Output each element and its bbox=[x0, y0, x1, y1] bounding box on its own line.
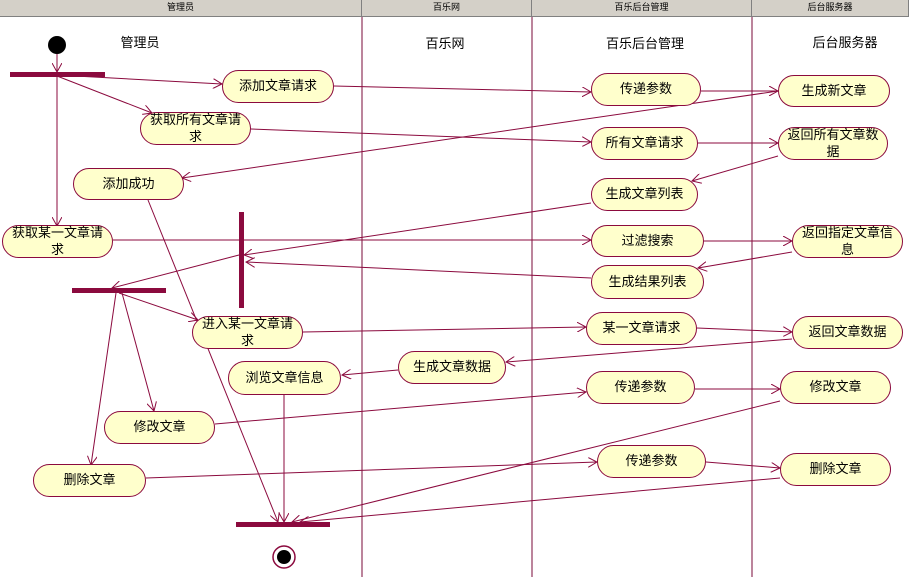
flow bbox=[300, 477, 781, 522]
flow bbox=[692, 155, 779, 181]
activity-return-specified-article-info[interactable]: 返回指定文章信息 bbox=[792, 225, 903, 258]
initial-node bbox=[48, 36, 66, 54]
flow bbox=[250, 128, 591, 142]
activity-browse-article-info[interactable]: 浏览文章信息 bbox=[228, 361, 341, 395]
flow bbox=[302, 327, 586, 333]
flow bbox=[214, 392, 586, 425]
flow bbox=[696, 328, 792, 332]
lane-header-site: 百乐网 bbox=[362, 0, 532, 17]
flow bbox=[91, 292, 117, 465]
final-node-core bbox=[277, 550, 291, 564]
activity-one-article-request[interactable]: 某一文章请求 bbox=[586, 312, 697, 345]
flow bbox=[118, 292, 198, 320]
activity-enter-one-article-request[interactable]: 进入某一文章请求 bbox=[192, 316, 303, 349]
activity-delete-article-admin[interactable]: 删除文章 bbox=[33, 464, 146, 497]
flow bbox=[705, 461, 780, 468]
flow bbox=[147, 199, 278, 522]
flow bbox=[698, 251, 793, 268]
lane-title-admin: 管理员 bbox=[120, 36, 160, 51]
flow bbox=[333, 85, 591, 92]
flow bbox=[342, 370, 399, 375]
lane-title-site: 百乐网 bbox=[425, 37, 465, 52]
activity-generate-article-list[interactable]: 生成文章列表 bbox=[591, 178, 698, 211]
activity-generate-new-article[interactable]: 生成新文章 bbox=[778, 75, 890, 107]
activity-filter-search[interactable]: 过滤搜索 bbox=[591, 225, 704, 257]
activity-all-articles-request[interactable]: 所有文章请求 bbox=[591, 127, 698, 160]
flow bbox=[112, 254, 240, 288]
activity-modify-article-server[interactable]: 修改文章 bbox=[780, 371, 891, 404]
lane-header-admin: 管理员 bbox=[0, 0, 362, 17]
activity-pass-params-2[interactable]: 传递参数 bbox=[586, 371, 695, 404]
flow bbox=[244, 202, 592, 255]
join-bar-final bbox=[236, 522, 330, 527]
flow bbox=[145, 462, 597, 479]
flow bbox=[56, 74, 222, 84]
flow bbox=[56, 75, 152, 113]
flow bbox=[121, 292, 154, 411]
activity-add-article-request[interactable]: 添加文章请求 bbox=[222, 70, 334, 103]
activity-get-one-article-request[interactable]: 获取某一文章请求 bbox=[2, 225, 113, 258]
flow bbox=[506, 338, 793, 362]
flow bbox=[292, 400, 781, 522]
activity-return-all-articles-data[interactable]: 返回所有文章数据 bbox=[778, 127, 888, 160]
activity-return-article-data[interactable]: 返回文章数据 bbox=[792, 316, 903, 349]
join-bar-vertical bbox=[239, 212, 244, 308]
activity-modify-article-admin[interactable]: 修改文章 bbox=[104, 411, 215, 444]
activity-generate-result-list[interactable]: 生成结果列表 bbox=[591, 265, 704, 299]
flow bbox=[246, 262, 592, 279]
activity-generate-article-data[interactable]: 生成文章数据 bbox=[398, 351, 506, 384]
lane-header-backend: 百乐后台管理 bbox=[532, 0, 752, 17]
fork-bar-top bbox=[10, 72, 105, 77]
fork-bar-middle bbox=[72, 288, 166, 293]
activity-pass-params-3[interactable]: 传递参数 bbox=[597, 445, 706, 478]
lane-title-backend: 百乐后台管理 bbox=[605, 37, 684, 52]
activity-pass-params-1[interactable]: 传递参数 bbox=[591, 73, 701, 106]
activity-get-all-articles-request[interactable]: 获取所有文章请求 bbox=[140, 112, 251, 145]
activity-add-success[interactable]: 添加成功 bbox=[73, 168, 184, 200]
activity-delete-article-server[interactable]: 删除文章 bbox=[780, 453, 891, 486]
lane-title-server: 后台服务器 bbox=[812, 36, 878, 51]
